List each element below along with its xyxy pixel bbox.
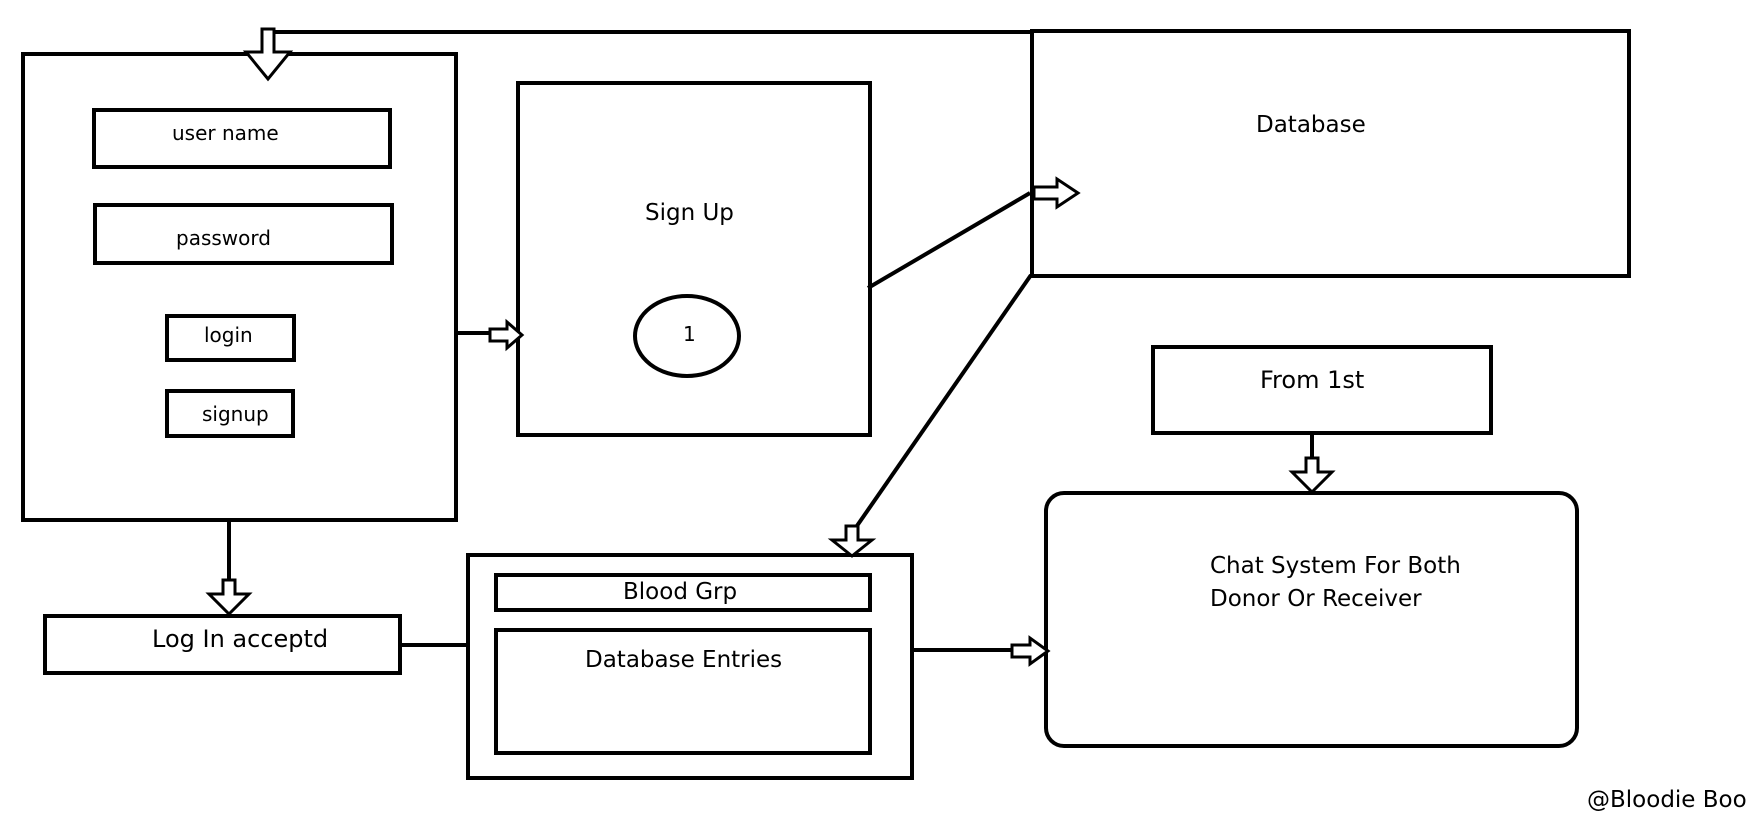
- chat-panel: [1044, 491, 1579, 748]
- signup-panel: [516, 81, 872, 437]
- step-1-circle: [633, 294, 741, 378]
- username-field: [92, 108, 392, 169]
- password-field: [93, 203, 394, 265]
- connector-database-to-entries: [850, 273, 1033, 535]
- connector-signup-to-database: [866, 191, 1032, 290]
- database-title: Database: [1256, 112, 1366, 138]
- chat-title-line2: Donor Or Receiver: [1210, 586, 1422, 612]
- login-button: [165, 314, 296, 362]
- arrow-down-icon: [205, 578, 253, 617]
- watermark: @Bloodie Boo: [1587, 787, 1747, 813]
- connector-database-to-login: [266, 30, 1031, 50]
- login-panel: [21, 52, 458, 522]
- from-1st-box: [1151, 345, 1493, 435]
- login-accepted-box: [43, 614, 402, 675]
- password-label: password: [176, 226, 271, 250]
- arrow-right-icon: [1010, 635, 1051, 667]
- blood-group-field: [494, 573, 872, 612]
- arrow-right-icon: [488, 318, 525, 352]
- database-entries-label: Database Entries: [585, 647, 782, 673]
- arrow-down-icon: [1288, 456, 1336, 495]
- arrow-down-icon: [242, 27, 294, 82]
- username-label: user name: [172, 121, 279, 145]
- database-entries-field: [494, 628, 872, 755]
- database-panel: [1030, 29, 1631, 278]
- arrow-right-icon: [1032, 176, 1081, 210]
- login-label: login: [204, 323, 253, 347]
- signup-title: Sign Up: [645, 200, 734, 226]
- step-number: 1: [683, 322, 696, 346]
- entries-panel: [466, 553, 914, 780]
- chat-title-line1: Chat System For Both: [1210, 553, 1461, 579]
- arrow-down-icon: [827, 524, 877, 558]
- signup-button: [165, 389, 295, 438]
- from-1st-label: From 1st: [1260, 366, 1364, 394]
- signup-label: signup: [202, 402, 269, 426]
- blood-group-label: Blood Grp: [623, 579, 737, 605]
- login-accepted-label: Log In acceptd: [152, 625, 328, 653]
